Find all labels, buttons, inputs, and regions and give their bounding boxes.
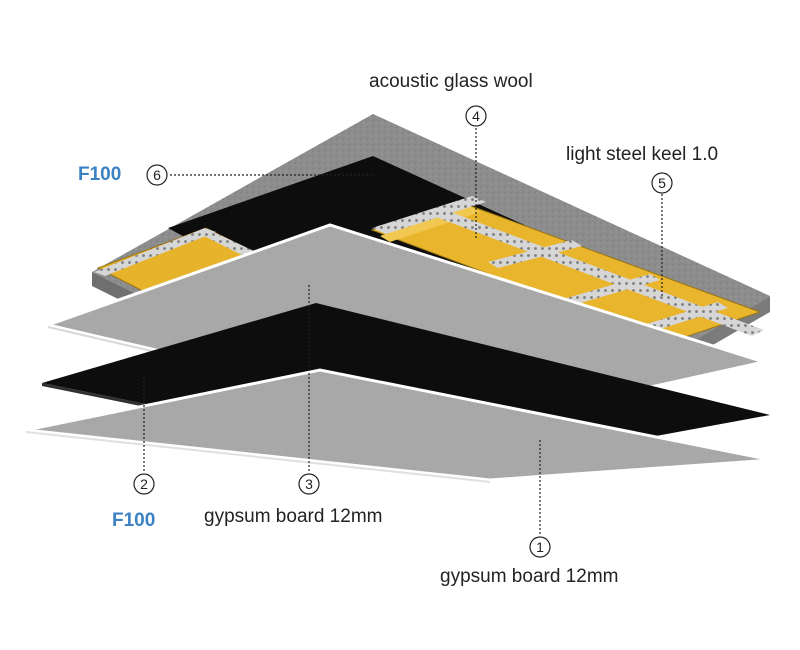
- label-light-steel-keel: light steel keel 1.0: [566, 144, 719, 165]
- steel-keel: [94, 196, 764, 336]
- callout-5: 5: [651, 172, 673, 194]
- label-gypsum-board-upper: gypsum board 12mm: [204, 506, 383, 527]
- svg-text:1: 1: [536, 539, 544, 555]
- label-gypsum-board-lower: gypsum board 12mm: [440, 566, 619, 587]
- svg-text:6: 6: [153, 167, 161, 183]
- callout-6: 6: [146, 164, 168, 186]
- svg-text:3: 3: [305, 476, 313, 492]
- svg-text:5: 5: [658, 175, 666, 191]
- svg-text:2: 2: [140, 476, 148, 492]
- label-acoustic-glass-wool: acoustic glass wool: [369, 71, 533, 92]
- leader-lines: [143, 128, 663, 534]
- callout-1: 1: [529, 536, 551, 558]
- callout-3: 3: [298, 473, 320, 495]
- callout-2: 2: [133, 473, 155, 495]
- svg-text:4: 4: [472, 108, 480, 124]
- label-f100-top: F100: [78, 164, 122, 185]
- label-f100-bottom: F100: [112, 510, 156, 531]
- callout-4: 4: [465, 105, 487, 127]
- callout-circles: 4 5 6 3 2 1: [133, 105, 673, 558]
- gypsum-board-lower: [25, 368, 773, 483]
